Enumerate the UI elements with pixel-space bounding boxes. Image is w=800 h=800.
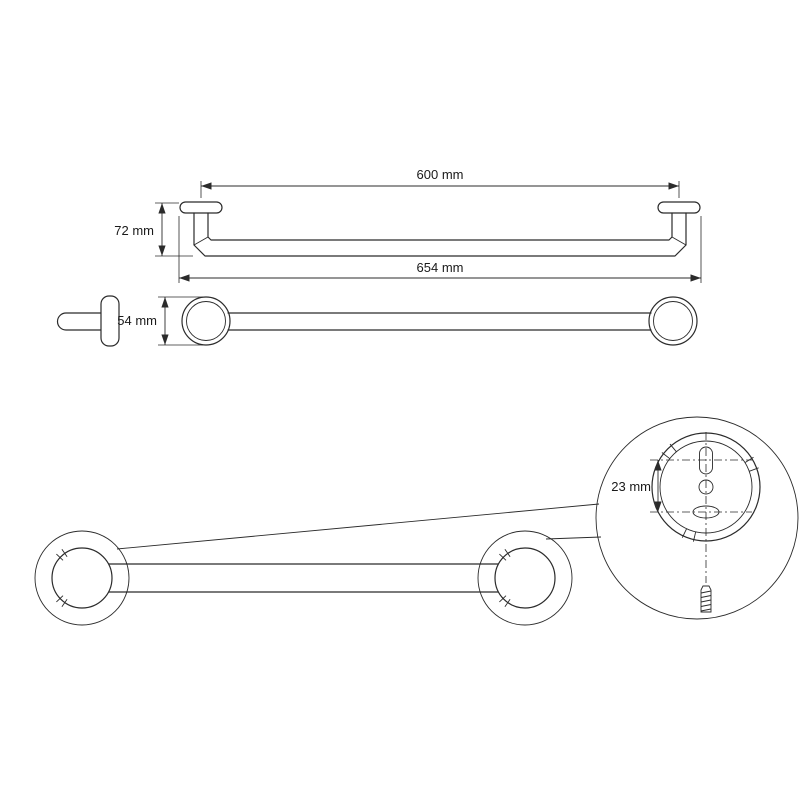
mounting-screw [700, 585, 712, 613]
dimension-overall-length: 654 mm [178, 216, 702, 283]
bar-outline-top [193, 212, 687, 257]
left-flange [51, 547, 113, 609]
dim-label-600: 600 mm [417, 167, 464, 182]
exploded-view [34, 503, 602, 626]
dim-label-654: 654 mm [417, 260, 464, 275]
dimension-inner-length: 600 mm [200, 167, 680, 198]
detail-leader-line-upper [116, 503, 600, 550]
top-view: 600 mm 72 mm 654 mm [114, 167, 702, 283]
side-view [56, 295, 120, 347]
detail-leader-line-lower [545, 536, 602, 540]
dim-label-54: 54 mm [117, 313, 157, 328]
dimension-plate-diameter: 54 mm [117, 296, 203, 346]
front-view: 54 mm [117, 296, 698, 346]
dim-label-23: 23 mm [611, 479, 651, 494]
detail-circle [595, 416, 799, 620]
dim-label-72: 72 mm [114, 223, 154, 238]
keyhole-slot [699, 446, 713, 475]
dimension-depth: 72 mm [114, 202, 193, 257]
detail-view: 23 mm [595, 416, 799, 620]
dimension-hole-spacing: 23 mm [611, 460, 662, 512]
left-plate-front [181, 296, 231, 346]
right-wall-plate-top [657, 201, 701, 214]
left-zoom-bubble [34, 530, 130, 626]
bar-stub-side [56, 312, 102, 331]
wall-plate-side [100, 295, 120, 347]
right-flange [494, 547, 556, 609]
right-zoom-bubble [477, 530, 573, 626]
left-wall-plate-top [179, 201, 223, 214]
right-plate-front [648, 296, 698, 346]
